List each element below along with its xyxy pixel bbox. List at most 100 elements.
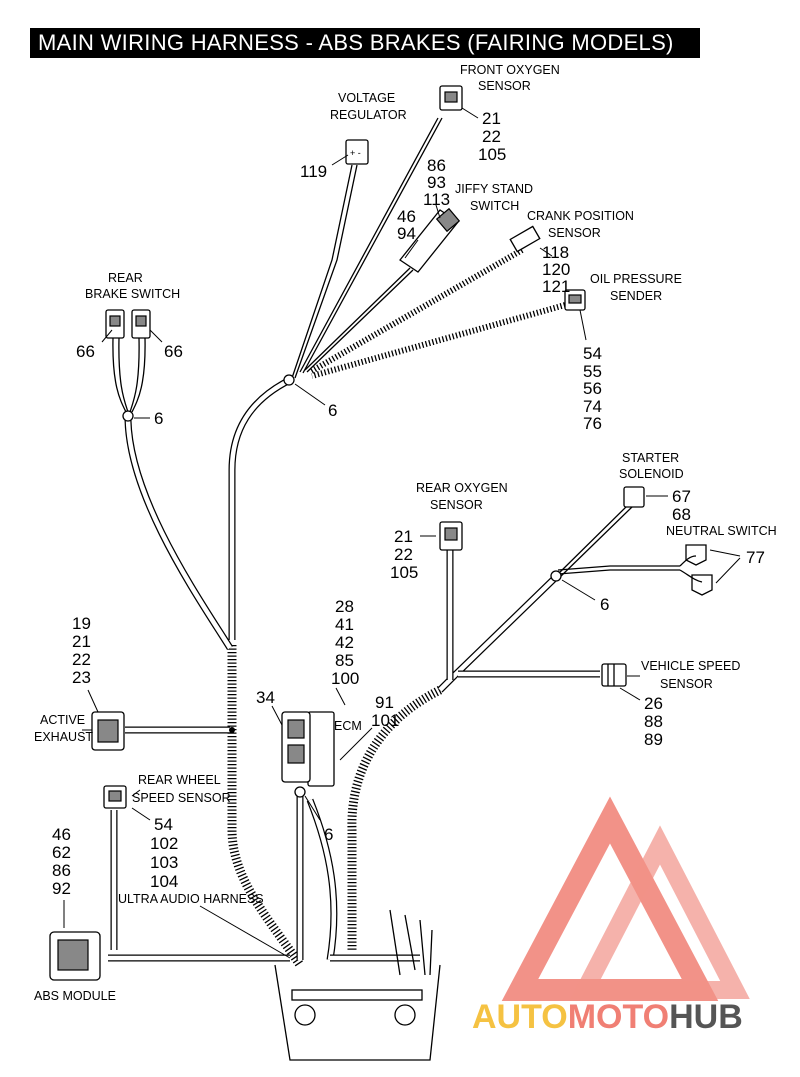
callout-abs-3: 86 [52,861,71,880]
vehicle-speed-label-2: SENSOR [660,677,713,691]
callout-oil-5: 76 [583,414,602,433]
voltage-regulator-connector: + - [345,139,369,165]
voltage-regulator-label-2: REGULATOR [330,108,407,122]
leader-lines [63,107,741,959]
callout-right-tie: 6 [600,595,609,614]
callout-solenoid-2: 68 [672,505,691,524]
rear-oxygen-connector [439,521,463,551]
callout-oil-2: 55 [583,362,602,381]
callout-ecm-top-5: 100 [331,669,359,688]
callout-active-exhaust-3: 22 [72,650,91,669]
callout-vehicle-speed-3: 89 [644,730,663,749]
callout-vehicle-speed-2: 88 [644,712,663,731]
callout-ecm-top-1: 28 [335,597,354,616]
starter-solenoid-connector [623,486,645,508]
rear-brake-label: REAR [108,271,143,285]
rear-wheel-speed-connector [103,785,127,809]
crank-position-connector [509,225,541,253]
callout-neutral: 77 [746,548,765,567]
oil-pressure-connector [564,289,586,311]
callout-front-oxygen-1: 21 [482,109,501,128]
callout-oil-3: 56 [583,379,602,398]
active-exhaust-label: ACTIVE [40,713,85,727]
oil-pressure-label: OIL PRESSURE [590,272,682,286]
main-harness [108,337,600,968]
diagram-title: MAIN WIRING HARNESS - ABS BRAKES (FAIRIN… [30,28,700,58]
voltage-regulator-label: VOLTAGE [338,91,395,105]
tie-straps [122,374,562,798]
starter-wires [554,504,680,580]
callout-ecm-top-3: 42 [335,633,354,652]
jiffy-stand-switch [399,207,461,273]
watermark-part-2: MOTO [568,998,669,1036]
component-labels: FRONT OXYGEN SENSOR VOLTAGE REGULATOR JI… [34,63,777,1003]
callout-rear-wheel-3: 103 [150,853,178,872]
callout-rear-oxygen-3: 105 [390,563,418,582]
watermark-text: AUTOMOTOHUB [472,998,743,1036]
vehicle-speed-connector [601,663,627,687]
callout-rear-wheel-4: 104 [150,872,178,891]
callout-abs-4: 92 [52,879,71,898]
callout-rear-oxygen-1: 21 [394,527,413,546]
ultra-audio-label: ULTRA AUDIO HARNESS [118,892,264,906]
abs-module-connector [49,931,101,981]
callout-rear-brake-left: 66 [76,342,95,361]
rear-brake-connector-right [131,309,151,339]
front-oxygen-label: FRONT OXYGEN [460,63,560,77]
neutral-switch-connectors [679,544,713,596]
rear-brake-connector-left [105,309,125,339]
callout-rear-oxygen-2: 22 [394,545,413,564]
callout-ecm-tie: 6 [324,825,333,844]
callout-jiffy-a-2: 93 [427,173,446,192]
callout-ecm-right-1: 91 [375,693,394,712]
watermark-part-1: AUTO [472,998,568,1036]
callout-crank-3: 121 [542,277,570,296]
ecm-label: ECM [334,719,362,733]
rear-wheel-label-2: SPEED SENSOR [132,791,231,805]
crank-position-label-2: SENSOR [548,226,601,240]
callout-jiffy-b-2: 94 [397,224,416,243]
callout-abs-1: 46 [52,825,71,844]
jiffy-stand-label-2: SWITCH [470,199,519,213]
callout-ecm-top-2: 41 [335,615,354,634]
active-exhaust-connector [91,711,125,751]
rear-wheel-label: REAR WHEEL [138,773,221,787]
callout-oil-1: 54 [583,344,602,363]
callout-ecm-right-2: 101 [371,711,399,730]
callout-active-exhaust-4: 23 [72,668,91,687]
svg-text:AUTOMOTOHUB: AUTOMOTOHUB [472,998,743,1036]
callout-solenoid-1: 67 [672,487,691,506]
callout-crank-2: 120 [542,260,570,279]
callout-upper-tie: 6 [328,401,337,420]
callout-jiffy-a-1: 86 [427,156,446,175]
active-exhaust-label-2: EXHAUST [34,730,93,744]
callout-oil-4: 74 [583,397,602,416]
starter-solenoid-label-2: SOLENOID [619,467,684,481]
rear-oxygen-label-2: SENSOR [430,498,483,512]
upper-wire-fan [291,117,566,379]
callout-voltage-regulator: 119 [300,162,327,181]
neutral-switch-label: NEUTRAL SWITCH [666,524,777,538]
callout-rear-wheel-2: 102 [150,834,178,853]
watermark-logo [501,796,750,1001]
rear-oxygen-label: REAR OXYGEN [416,481,508,495]
front-oxygen-connector [439,85,463,111]
svg-text:+ -: + - [350,148,361,158]
starter-solenoid-label: STARTER [622,451,679,465]
jiffy-stand-label: JIFFY STAND [455,182,533,196]
callout-front-oxygen-2: 22 [482,127,501,146]
callout-front-oxygen-3: 105 [478,145,506,164]
vehicle-speed-label: VEHICLE SPEED [641,659,740,673]
callout-vehicle-speed-1: 26 [644,694,663,713]
callout-brake-tie: 6 [154,409,163,428]
watermark-part-3: HUB [669,998,743,1036]
callout-active-exhaust-2: 21 [72,632,91,651]
callout-ecm-left: 34 [256,688,275,707]
front-oxygen-label-2: SENSOR [478,79,531,93]
callout-ecm-top-4: 85 [335,651,354,670]
callout-numbers: 21 22 105 119 86 93 113 46 94 118 120 12… [52,109,765,898]
frame-bottom [274,909,441,1061]
oil-pressure-label-2: SENDER [610,289,662,303]
callout-active-exhaust-1: 19 [72,614,91,633]
